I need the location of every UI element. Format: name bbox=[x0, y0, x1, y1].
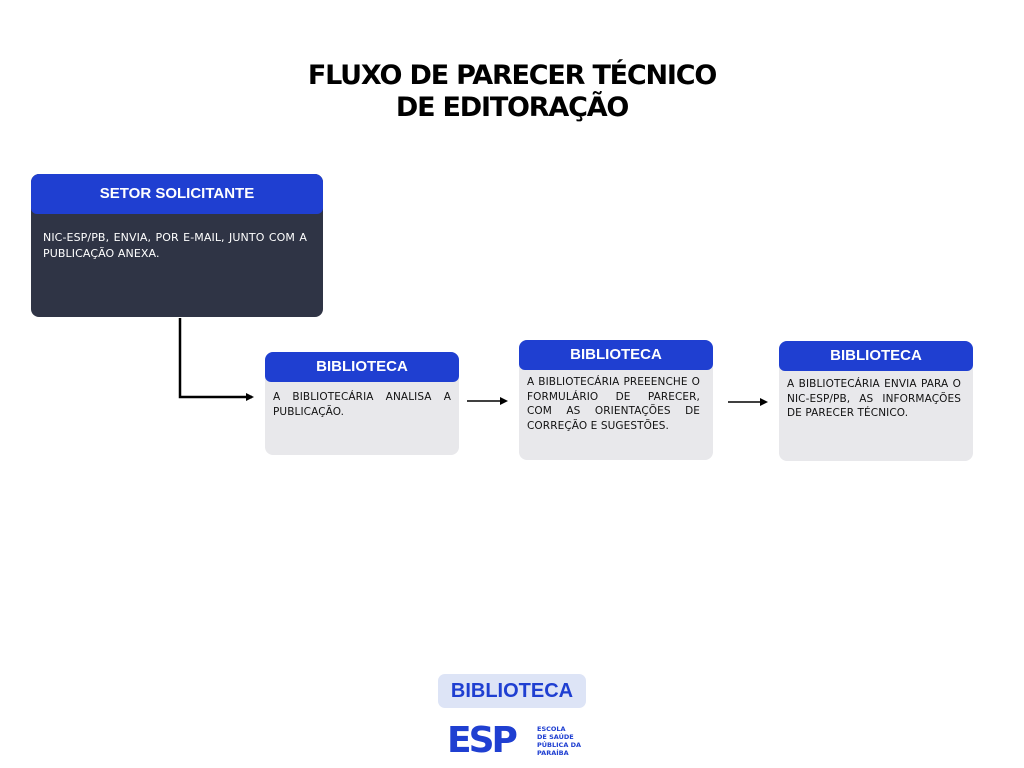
step-header: BIBLIOTECA bbox=[779, 341, 973, 371]
step-box-biblioteca-2: BIBLIOTECA A BIBLIOTECÁRIA PREEENCHE O F… bbox=[519, 340, 713, 460]
step-header: SETOR SOLICITANTE bbox=[31, 174, 323, 214]
step-text: A BIBLIOTECÁRIA ENVIA PARA O NIC-ESP/PB,… bbox=[787, 378, 961, 419]
esp-logo: ESP ESCOLA DE SAÚDE PÚBLICA DA PARAÍBA bbox=[447, 722, 587, 762]
title-line-1: FLUXO DE PARECER TÉCNICO bbox=[307, 60, 717, 91]
page-title: FLUXO DE PARECER TÉCNICO DE EDITORAÇÃO bbox=[212, 60, 812, 124]
footer-badge: BIBLIOTECA bbox=[438, 674, 586, 708]
step-box-setor-solicitante: SETOR SOLICITANTE NIC-ESP/PB, ENVIA, POR… bbox=[31, 174, 323, 317]
logo-mark: ESP bbox=[447, 720, 518, 761]
connector-arrow-1 bbox=[178, 318, 254, 401]
step-box-biblioteca-1: BIBLIOTECA A BIBLIOTECÁRIA ANALISA A PUB… bbox=[265, 352, 459, 455]
logo-line: DE SAÚDE bbox=[537, 733, 574, 741]
step-text: A BIBLIOTECÁRIA ANALISA A PUBLICAÇÃO. bbox=[273, 391, 451, 418]
title-line-2: DE EDITORAÇÃO bbox=[395, 92, 629, 123]
logo-line: PARAÍBA bbox=[537, 749, 569, 757]
logo-text: ESCOLA DE SAÚDE PÚBLICA DA PARAÍBA bbox=[537, 725, 581, 757]
step-box-biblioteca-3: BIBLIOTECA A BIBLIOTECÁRIA ENVIA PARA O … bbox=[779, 341, 973, 461]
step-text: NIC-ESP/PB, ENVIA, POR E-MAIL, JUNTO COM… bbox=[43, 231, 307, 260]
step-header: BIBLIOTECA bbox=[265, 352, 459, 382]
step-header: BIBLIOTECA bbox=[519, 340, 713, 370]
logo-line: ESCOLA bbox=[537, 725, 566, 733]
step-text: A BIBLIOTECÁRIA PREEENCHE O FORMULÁRIO D… bbox=[527, 376, 700, 432]
logo-line: PÚBLICA DA bbox=[537, 741, 582, 749]
